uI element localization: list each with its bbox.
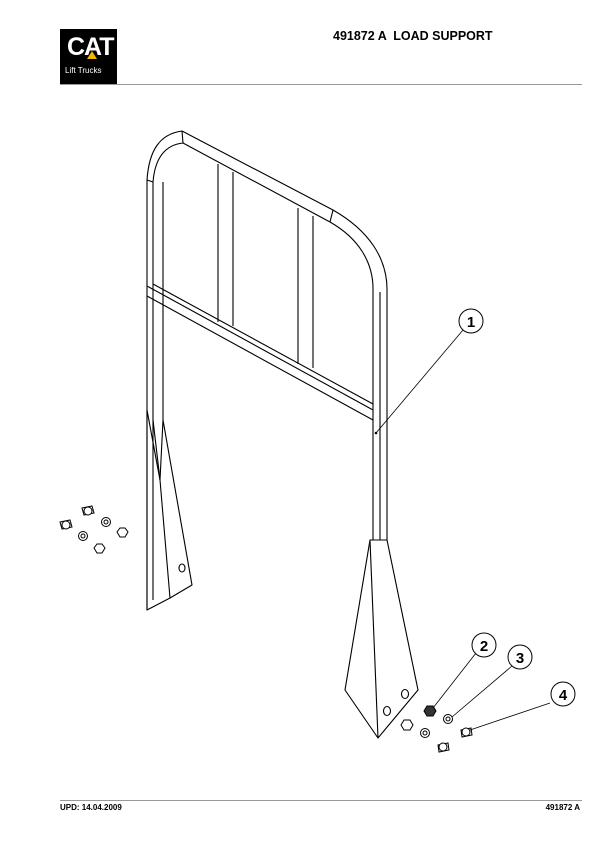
- footer-part-number: 491872 A: [545, 803, 580, 812]
- left-foot: [146, 409, 193, 611]
- crossbar: [146, 283, 374, 421]
- vertical-bar-2: [297, 208, 314, 368]
- page-title: 491872 A LOAD SUPPORT: [333, 29, 493, 43]
- frame-top-inner: [152, 142, 374, 293]
- callout-label-2: 2: [480, 638, 488, 655]
- left-foot-inner: [152, 419, 171, 599]
- left-upright: [146, 180, 164, 610]
- callout-3: 3: [507, 644, 533, 670]
- right-foot-inner: [369, 539, 379, 739]
- hardware-left: [59, 505, 129, 554]
- header-divider: [60, 84, 582, 85]
- callout-2: 2: [471, 632, 497, 658]
- frame-top-outer: [146, 130, 388, 293]
- callout-label-3: 3: [516, 650, 524, 667]
- callout-label-1: 1: [467, 314, 475, 331]
- callout-label-4: 4: [559, 687, 568, 704]
- logo-subtext: Lift Trucks: [65, 66, 102, 75]
- right-foot: [344, 539, 419, 739]
- logo-triangle-icon: [87, 51, 97, 59]
- callout-1: 1: [458, 308, 484, 334]
- frame-top-rear: [146, 130, 334, 223]
- update-date: UPD: 14.04.2009: [60, 803, 122, 812]
- vertical-bar-1: [217, 164, 234, 326]
- callout-4: 4: [550, 681, 576, 707]
- right-upright: [372, 292, 388, 540]
- footer-divider: [60, 800, 582, 801]
- hardware-right: [400, 705, 473, 753]
- cat-lift-trucks-logo: CAT Lift Trucks: [60, 29, 117, 84]
